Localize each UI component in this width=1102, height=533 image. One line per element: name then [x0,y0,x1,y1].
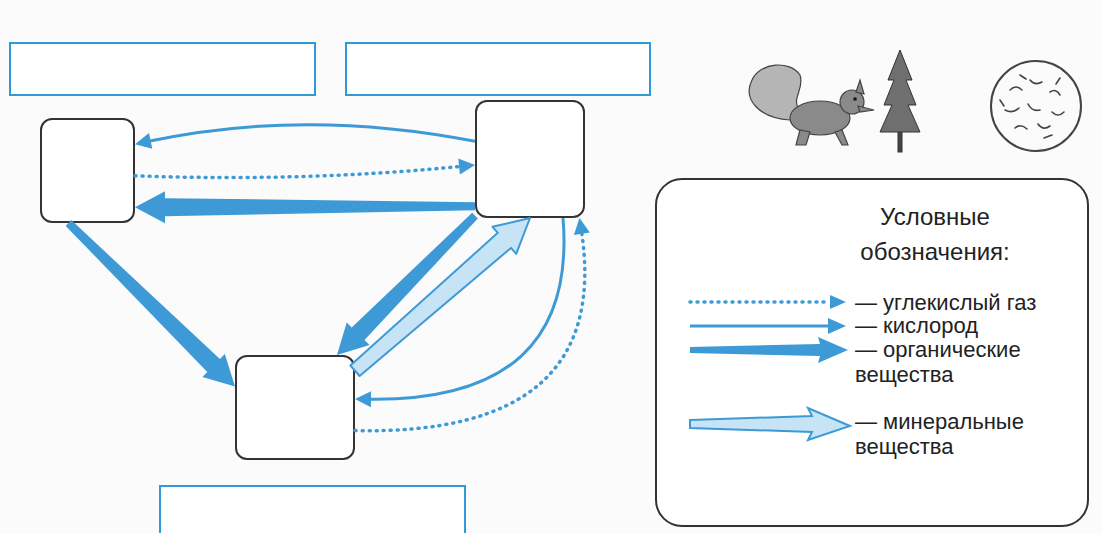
legend-text: — углекислый газ [855,290,1083,315]
flow-arrow [355,218,590,431]
legend-sample-mineral [690,408,850,440]
flow-arrow [350,218,530,376]
flow-arrow [337,213,478,355]
flow-arrow [355,218,564,407]
legend-sample-organic [690,337,848,363]
answer-field [160,486,465,533]
flow-arrow [135,191,475,223]
legend-sample-oxygen [690,318,846,334]
legend-sample-co2 [690,295,846,309]
cycle-box [40,118,135,223]
answer-field [10,43,315,95]
cycle-box [475,100,585,218]
flow-arrow [135,159,475,178]
legend-text: — минеральные вещества [855,409,1083,459]
legend-text: — органические вещества [855,337,1083,387]
bacteria-drawing [991,61,1081,151]
legend-heading: Условные обозначения: [826,199,1044,269]
legend-text: — кислород [855,313,1083,338]
squirrel-drawing [749,65,874,145]
flow-arrow [135,125,475,149]
legend-frame [656,179,1088,526]
answer-field [346,43,650,95]
flow-arrow [66,220,235,386]
cycle-box [235,355,355,460]
tree-drawing [880,50,920,152]
